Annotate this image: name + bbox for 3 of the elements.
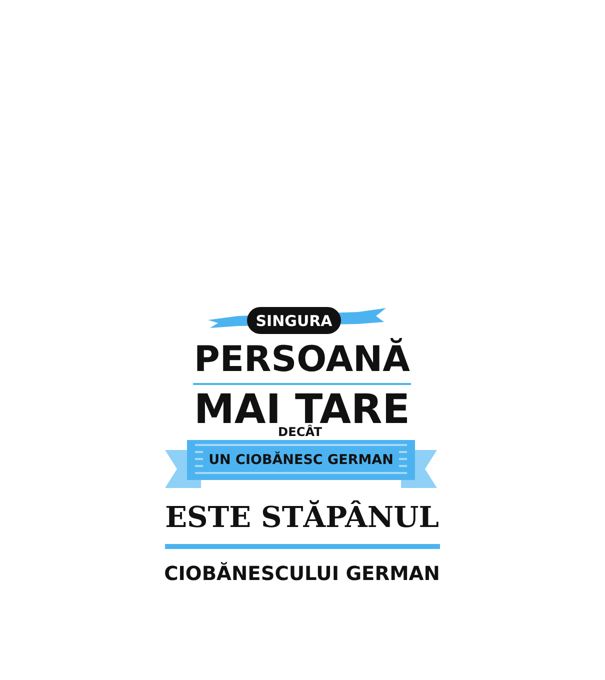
headline-text: ESTE STĂPÂNUL — [165, 502, 439, 532]
footer-text: CIOBĂNESCULUI GERMAN — [164, 564, 440, 584]
label-pill: SINGURA — [247, 307, 341, 334]
